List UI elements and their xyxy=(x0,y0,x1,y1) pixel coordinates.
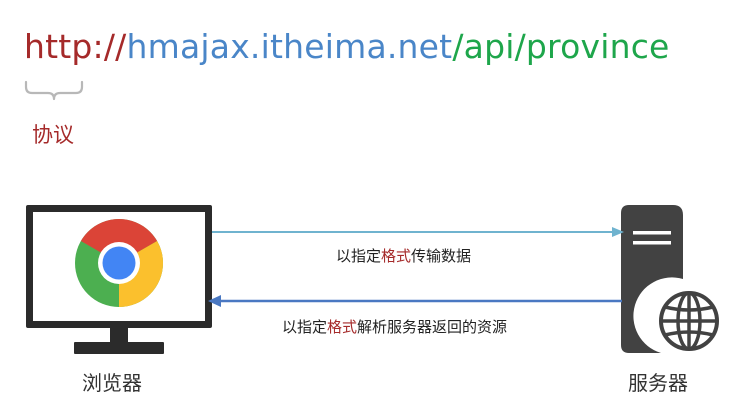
response-arrow xyxy=(208,295,622,307)
url-domain: hmajax.itheima.net xyxy=(126,27,453,66)
response-message: 以指定格式解析服务器返回的资源 xyxy=(282,316,507,338)
url-protocol: http xyxy=(24,27,93,66)
response-message-before: 以指定 xyxy=(282,318,328,336)
request-message: 以指定格式传输数据 xyxy=(336,245,471,267)
url-path: /api/province xyxy=(452,27,670,66)
protocol-brace-icon xyxy=(24,80,84,101)
response-message-highlight: 格式 xyxy=(327,318,358,336)
globe-icon xyxy=(656,288,722,354)
url-separator: :// xyxy=(92,27,127,66)
monitor-icon xyxy=(26,205,212,354)
request-arrow xyxy=(212,227,624,237)
protocol-label: 协议 xyxy=(32,123,74,147)
request-message-after: 传输数据 xyxy=(411,247,472,265)
chrome-icon xyxy=(75,219,163,307)
request-message-before: 以指定 xyxy=(336,247,382,265)
server-icon xyxy=(621,205,722,354)
request-message-highlight: 格式 xyxy=(381,247,412,265)
url-text: http://hmajax.itheima.net/api/province xyxy=(24,22,670,72)
browser-label: 浏览器 xyxy=(82,371,142,395)
response-message-after: 解析服务器返回的资源 xyxy=(357,318,508,336)
server-label: 服务器 xyxy=(628,371,688,395)
